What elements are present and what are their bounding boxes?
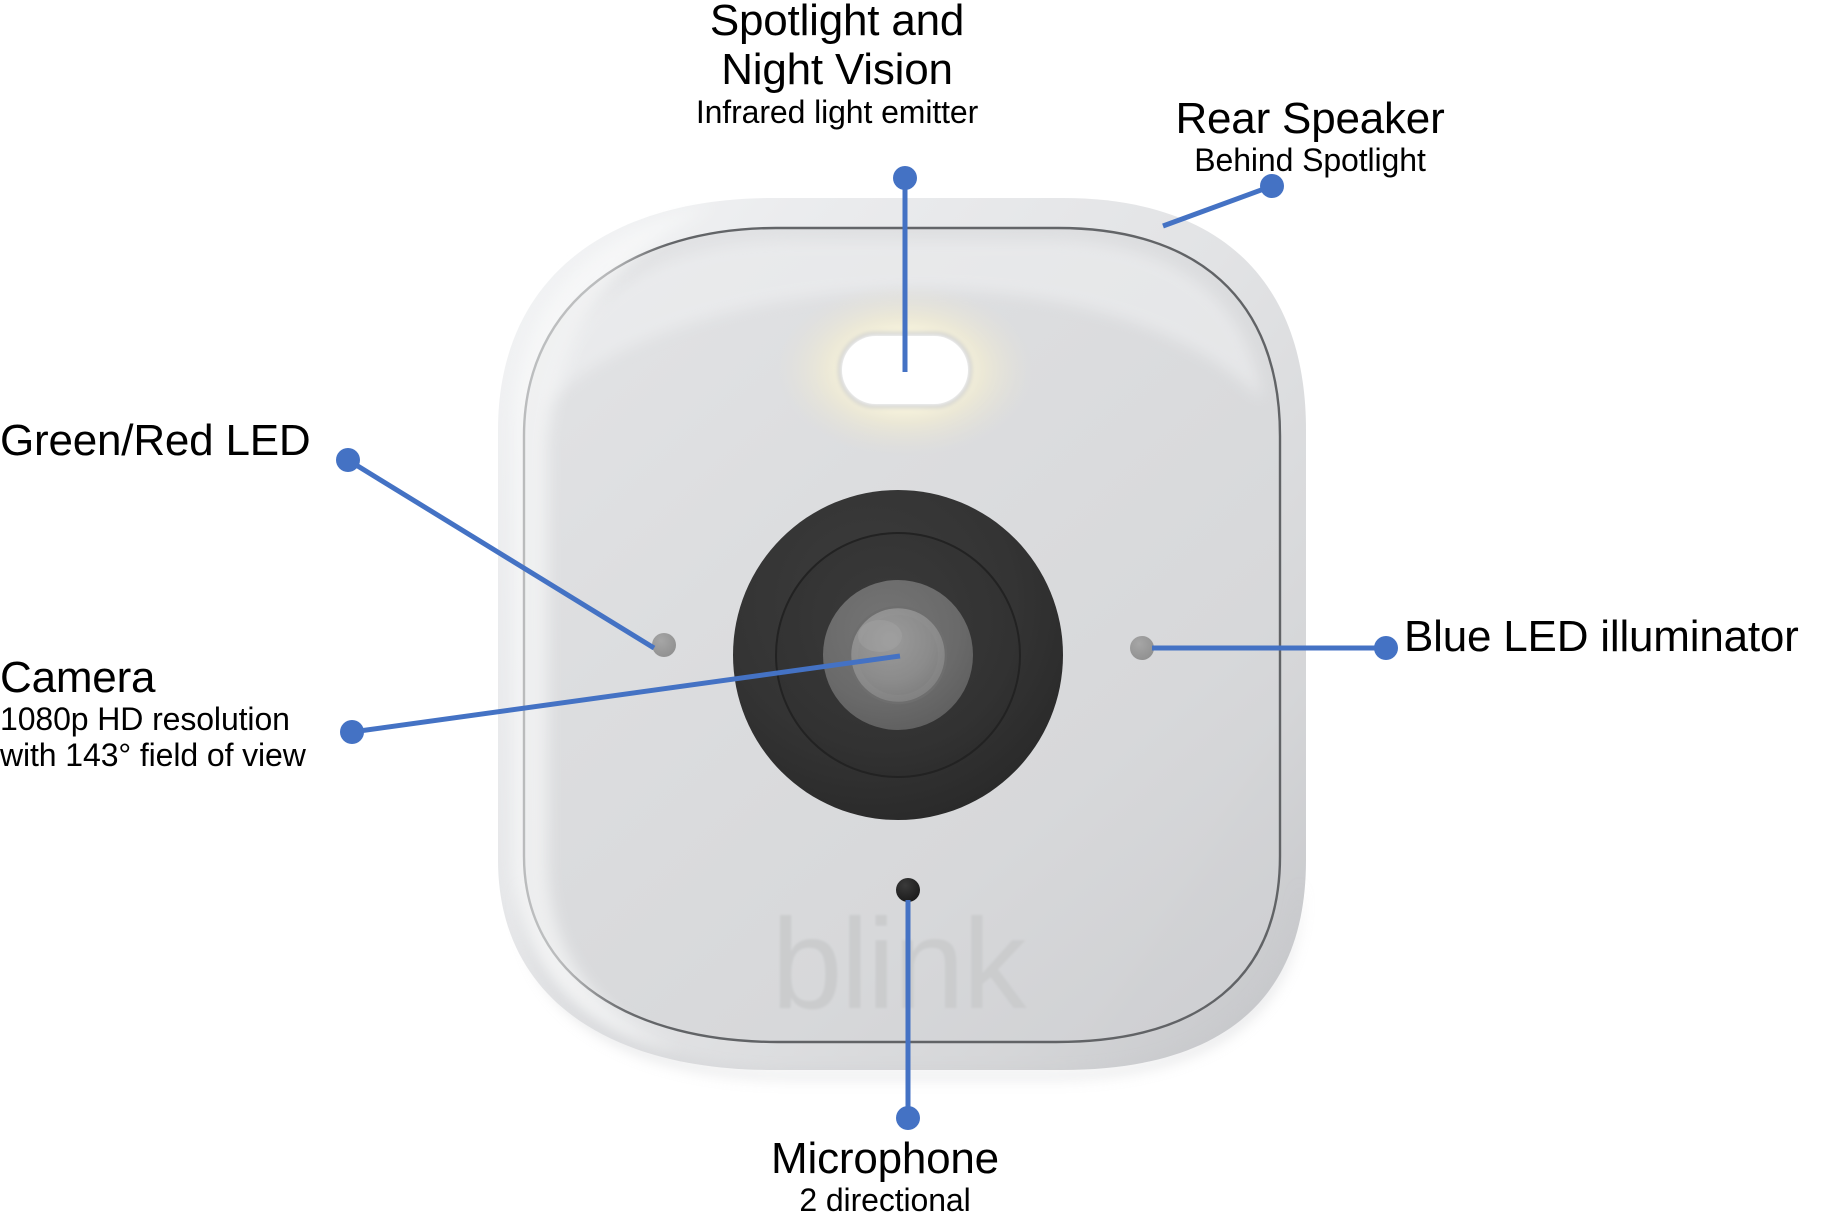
blink-logo: blink [771,893,1029,1036]
blue-led-dot [1130,636,1154,660]
leader-dot-blue-led [1374,636,1398,660]
leader-green-red-led [346,457,656,651]
leader-dot-camera [340,720,364,744]
leader-lines [346,178,1382,1118]
callout-microphone-title: Microphone [771,1134,999,1183]
leader-dot-spotlight [893,166,917,190]
callout-camera-subtitle-line2: with 143° field of view [0,737,306,774]
callout-camera: Camera 1080p HD resolution with 143° fie… [0,653,360,774]
callout-green-red-led-title: Green/Red LED [0,416,311,465]
callout-rear-speaker: Rear Speaker Behind Spotlight [1050,94,1570,179]
callout-rear-speaker-title: Rear Speaker [1175,94,1445,143]
callout-camera-title: Camera [0,653,156,702]
callout-spotlight-title-line2: Night Vision [721,45,953,95]
leader-dot-rear-speaker [1260,174,1284,198]
svg-text:blink: blink [771,893,1027,1036]
leader-dot-green-red-led [336,448,360,472]
leader-camera [351,653,901,735]
callout-microphone-subtitle: 2 directional [799,1182,971,1219]
microphone-hole [896,878,920,902]
leader-endpoint-dots [336,166,1398,1130]
callout-spotlight-title: Spotlight and [709,0,965,45]
callout-camera-subtitle: 1080p HD resolution [0,701,290,738]
callout-blue-led: Blue LED illuminator [1404,612,1831,661]
leader-rear-speaker [1162,183,1273,229]
callout-spotlight-subtitle: Infrared light emitter [695,93,979,130]
callout-green-red-led: Green/Red LED [0,416,345,465]
green-red-led-dot [652,633,676,657]
callout-blue-led-title: Blue LED illuminator [1404,612,1799,661]
callout-spotlight: Spotlight and Night Vision Infrared ligh… [527,0,1147,130]
leader-dot-microphone [896,1106,920,1130]
callout-rear-speaker-subtitle: Behind Spotlight [1194,142,1426,179]
callout-microphone: Microphone 2 directional [575,1134,1195,1219]
